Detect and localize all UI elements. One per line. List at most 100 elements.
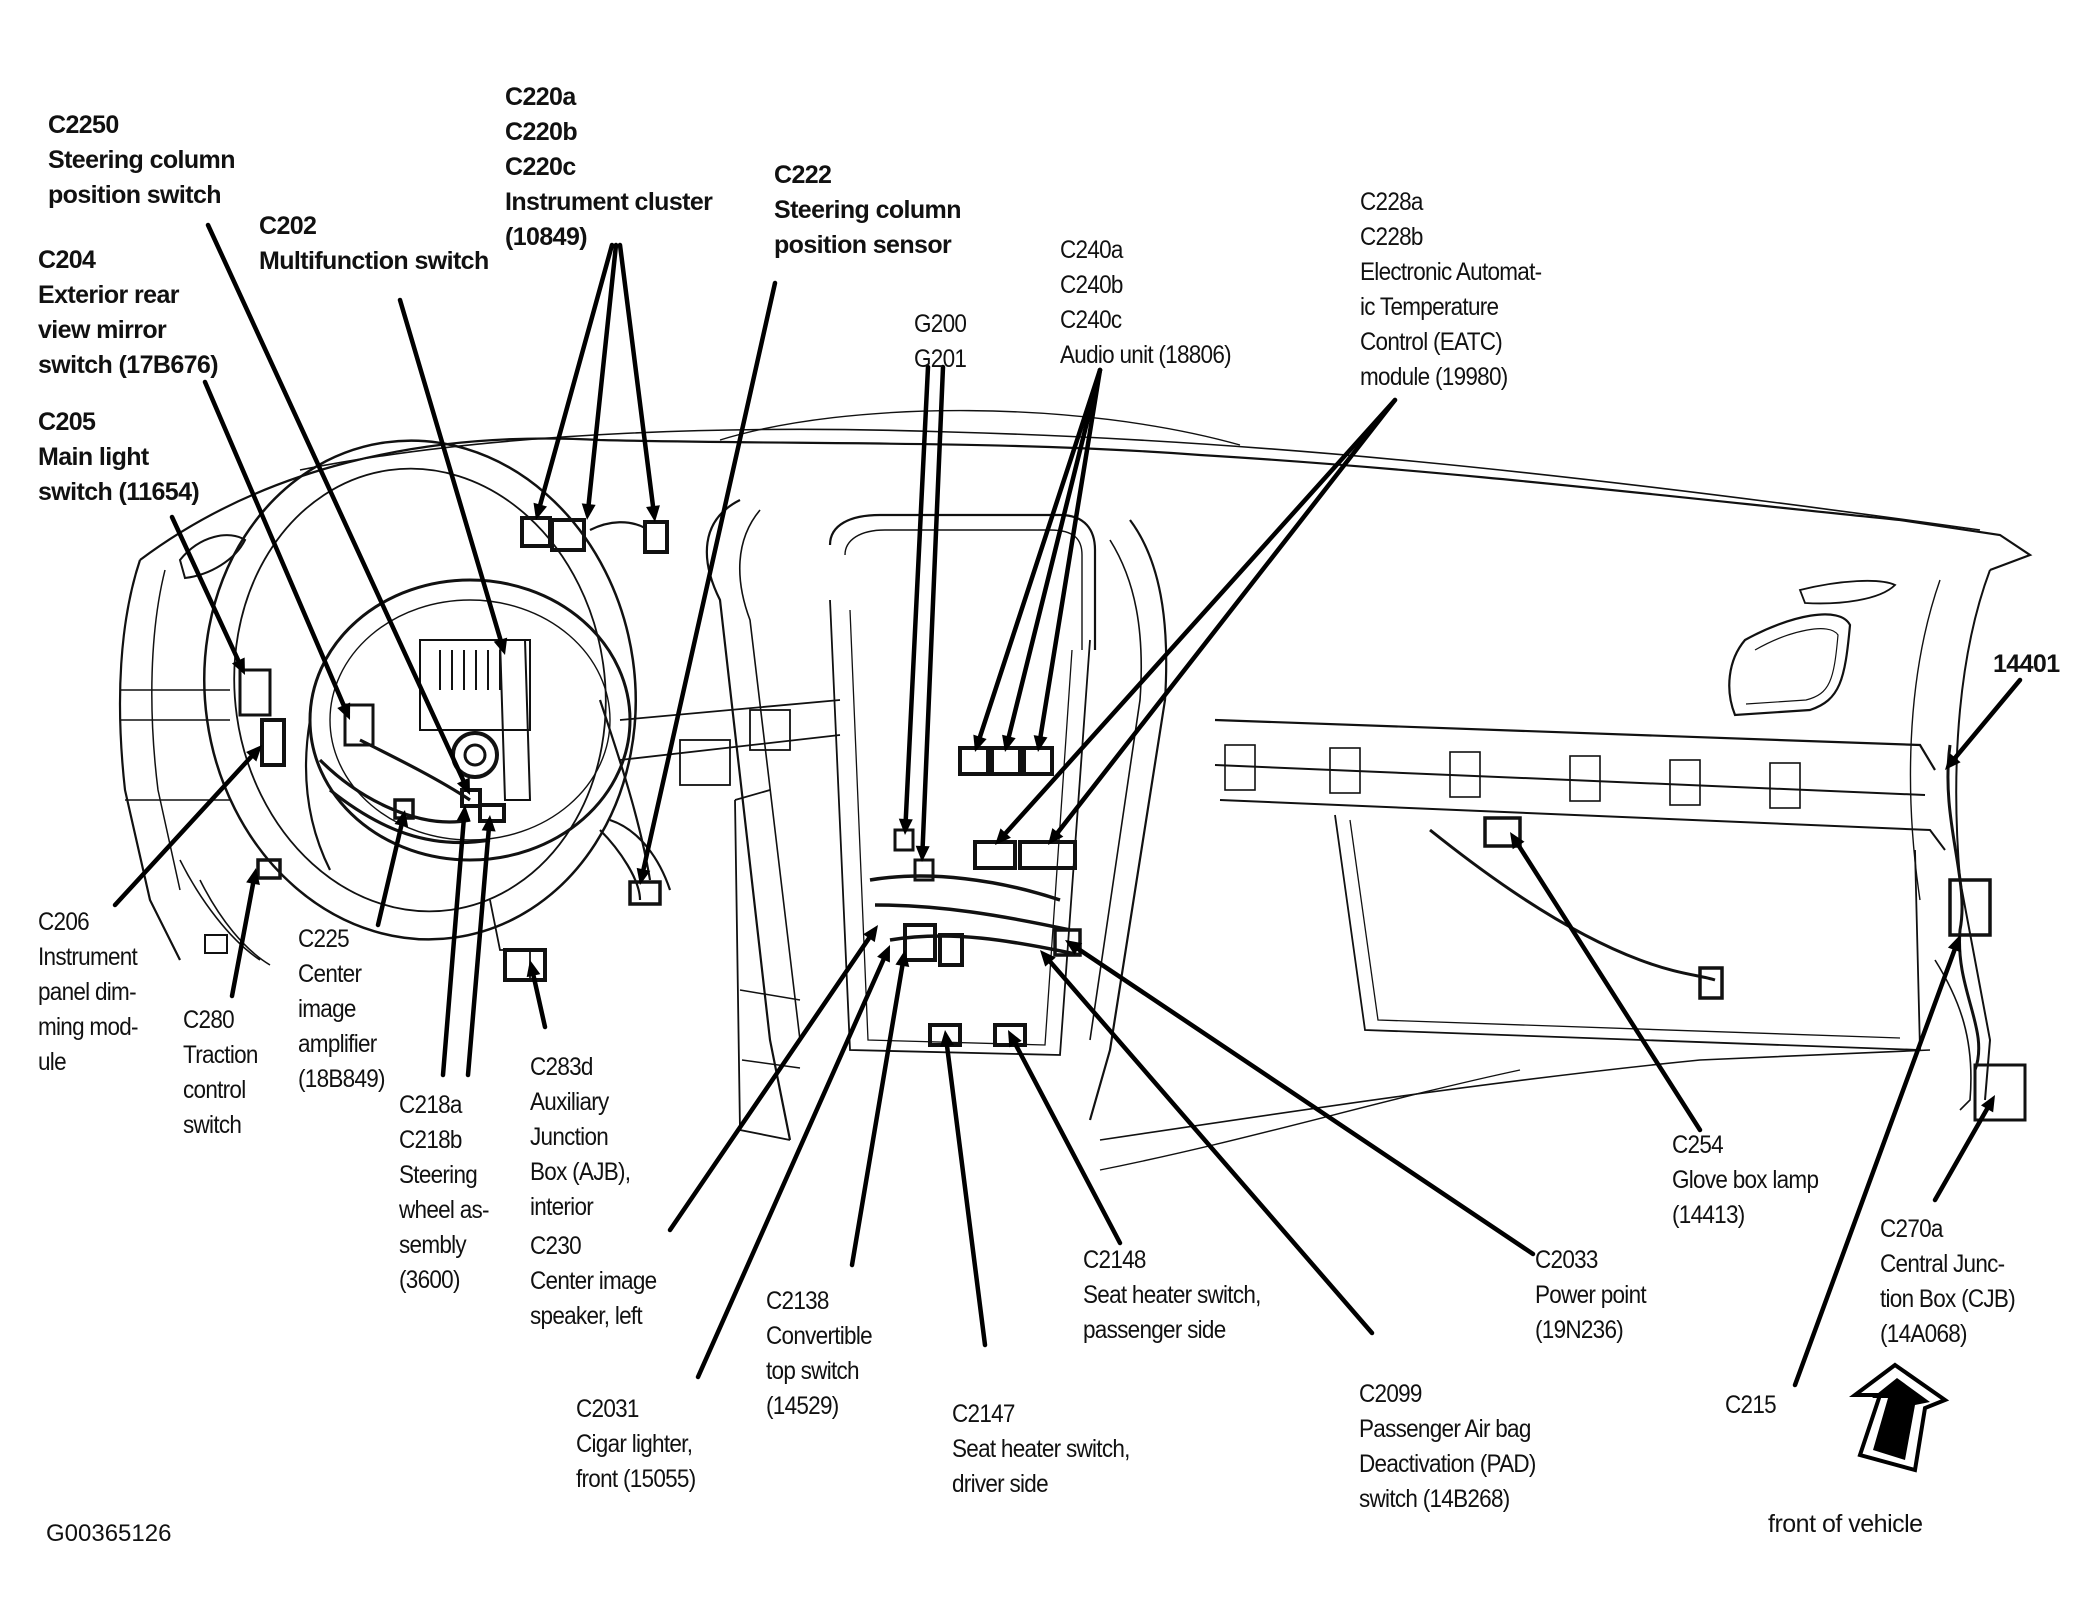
center-harness-connector <box>903 923 937 962</box>
callout-description-line: C228b <box>1360 223 1423 251</box>
callout-description-line: Box (AJB), <box>530 1158 631 1186</box>
callout-code: C2138 <box>766 1287 829 1315</box>
callout-description-line: (14413) <box>1672 1201 1745 1229</box>
leader-line-c228 <box>999 397 1398 841</box>
center-harness-connector <box>1053 928 1082 957</box>
callout-description-line: view mirror <box>38 316 167 344</box>
callout-description-line: top switch <box>766 1357 860 1385</box>
callout-description-line: Deactivation (PAD) <box>1359 1450 1536 1478</box>
leader-arrowhead-c283d <box>526 960 541 978</box>
leader-arrowhead-c205 <box>231 657 245 675</box>
callout-description-line: Passenger Air bag <box>1359 1415 1531 1443</box>
callout-code: C225 <box>298 925 350 953</box>
leader-line-c2250 <box>205 222 469 789</box>
leader-arrowhead-p14401 <box>1945 753 1961 770</box>
callout-description-line: tion Box (CJB) <box>1880 1285 2016 1313</box>
callout-code: C283d <box>530 1053 593 1081</box>
callout-description-line: Junction <box>530 1123 609 1151</box>
leader-line-g200 <box>903 364 931 828</box>
callout-description-line: ming mod- <box>38 1013 139 1041</box>
traction-control-switch <box>256 858 282 880</box>
center-stack-left-inner <box>738 509 801 1041</box>
leader-line-c2099 <box>1044 955 1375 1336</box>
leader-line-c220 <box>536 242 615 513</box>
callout-code: C206 <box>38 908 90 936</box>
center-harness <box>869 874 1081 957</box>
callout-description-line: ic Temperature <box>1360 293 1499 321</box>
callout-code: C220a <box>505 83 576 111</box>
leader-arrowhead-c254 <box>1510 832 1525 850</box>
front-arrow-icon <box>1849 1362 1950 1473</box>
callout-description-line: Main light <box>38 443 149 471</box>
beam-bracket <box>1224 744 1256 791</box>
upper-right-vent <box>1798 579 1897 605</box>
multifunction-switch-grille <box>439 650 501 690</box>
callout-description-line: Power point <box>1535 1281 1647 1309</box>
leader-line-c254 <box>1512 837 1703 1133</box>
audio-connector-b <box>990 746 1022 776</box>
callout-description-line: Control (EATC) <box>1360 328 1503 356</box>
dash-left-end-inner <box>151 569 181 891</box>
callout-code: C205 <box>38 408 96 436</box>
leader-lines <box>112 222 2023 1388</box>
leader-arrowhead-c204 <box>337 702 351 720</box>
callout-description-line: Central Junc- <box>1880 1250 2005 1278</box>
leader-arrowhead-c2099 <box>1040 950 1056 967</box>
callout-description-line: Seat heater switch, <box>952 1435 1130 1463</box>
callout-description-line: Seat heater switch, <box>1083 1281 1261 1309</box>
callout-code: C230 <box>530 1232 582 1260</box>
dimming-module <box>260 718 286 767</box>
leader-arrowhead-c240 <box>1002 734 1016 752</box>
leader-line-g200 <box>920 364 946 855</box>
callout-description-line: amplifier <box>298 1030 377 1058</box>
callout-description-line: switch (11654) <box>38 478 200 506</box>
callout-code: C215 <box>1725 1391 1777 1419</box>
leader-line-c2033 <box>1070 943 1536 1257</box>
main-light-switch <box>238 668 272 717</box>
c218-connector <box>478 803 506 823</box>
callout-description-line: Steering column <box>774 196 961 224</box>
dash-crown <box>719 409 1241 446</box>
callout-code: C2250 <box>48 111 119 139</box>
callout-code: C254 <box>1672 1131 1724 1159</box>
leader-line-c2147 <box>943 1037 988 1348</box>
callout-description-line: front (15055) <box>576 1465 696 1493</box>
callout-description-line: position switch <box>48 181 222 209</box>
leader-line-p14401 <box>1948 677 2023 765</box>
leader-arrowhead-c220 <box>581 503 596 520</box>
leader-arrowhead-c220 <box>646 505 660 522</box>
leader-line-c240 <box>1037 367 1103 745</box>
leader-arrowhead-c218 <box>481 815 496 832</box>
leader-line-c215 <box>1792 941 1959 1388</box>
leader-arrowhead-c202 <box>493 637 508 655</box>
leader-arrowhead-c240 <box>973 734 987 752</box>
leader-line-c204 <box>202 379 349 714</box>
callout-code: C280 <box>183 1006 235 1034</box>
callout-description-line: switch <box>183 1111 242 1139</box>
leader-line-c280 <box>229 875 257 999</box>
callout-description-line: Auxiliary <box>530 1088 609 1116</box>
callout-description-line: switch (14B268) <box>1359 1485 1510 1513</box>
cjb-harness <box>1946 744 1981 1071</box>
eatc-connector-a <box>973 840 1017 870</box>
callout-description-line: panel dim- <box>38 978 137 1006</box>
callout-description-line: G201 <box>914 345 967 373</box>
callout-description-line: module (19980) <box>1360 363 1508 391</box>
instrument-panel-drawing <box>118 409 2033 1171</box>
callout-description-line: speaker, left <box>530 1302 643 1330</box>
leader-line-c225 <box>375 817 406 928</box>
cross-beam-top <box>1214 718 1936 771</box>
leader-line-c202 <box>397 297 505 649</box>
leader-line-c240 <box>1005 367 1103 745</box>
callout-code: C228a <box>1360 188 1423 216</box>
leader-line-c240 <box>975 367 1103 746</box>
callout-description-line: control <box>183 1076 246 1104</box>
